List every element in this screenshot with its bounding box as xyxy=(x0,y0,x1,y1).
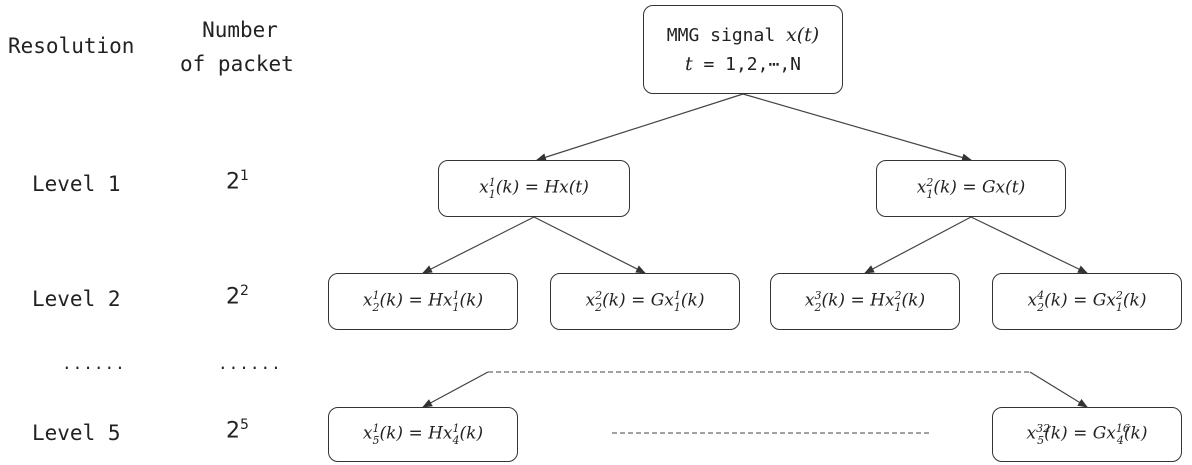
packet-count-level-1: 21 xyxy=(226,168,249,195)
root-line-2: t = 1,2,⋯,N xyxy=(684,52,801,75)
level-2-node-1: x12(k) = Hx11(k) xyxy=(328,273,518,330)
edge-l1right-l2c xyxy=(864,216,972,274)
edge-l1right-l2d xyxy=(970,216,1088,274)
level-5-label: Level 5 xyxy=(32,421,121,445)
edge-l1left-l2a xyxy=(422,216,535,274)
number-header-line1: Number xyxy=(202,18,278,42)
resolution-header: Resolution xyxy=(8,34,135,58)
level-2-node-2: x22(k) = Gx11(k) xyxy=(550,273,740,330)
root-signal-node: MMG signal x(t) t = 1,2,⋯,N xyxy=(643,5,843,94)
level-1-node-right: x21(k) = Gx(t) xyxy=(876,160,1066,217)
number-header-line2: of packet xyxy=(180,52,294,76)
level-5-node-last: x325(k) = Gx164(k) xyxy=(992,407,1182,462)
level-1-label: Level 1 xyxy=(32,172,121,196)
level-1-node-left: x11(k) = Hx(t) xyxy=(438,160,630,217)
level-ellipsis-label: ...... xyxy=(62,354,126,373)
edge-bridge-l5-first xyxy=(422,371,489,408)
root-line-1: MMG signal x(t) xyxy=(666,23,820,46)
packet-count-level-2: 22 xyxy=(226,283,249,310)
level-2-label: Level 2 xyxy=(32,287,121,311)
edge-l1left-l2b xyxy=(533,216,646,274)
level-2-node-3: x32(k) = Hx21(k) xyxy=(770,273,960,330)
edge-root-l1-right xyxy=(742,93,972,162)
level-5-node-first: x15(k) = Hx14(k) xyxy=(328,407,518,462)
level-2-node-4: x42(k) = Gx21(k) xyxy=(992,273,1182,330)
packet-count-level-5: 25 xyxy=(226,417,249,444)
edge-root-l1-left xyxy=(536,93,744,162)
packet-count-ellipsis: ...... xyxy=(218,354,282,373)
edge-bridge-l5-last xyxy=(1029,371,1088,408)
